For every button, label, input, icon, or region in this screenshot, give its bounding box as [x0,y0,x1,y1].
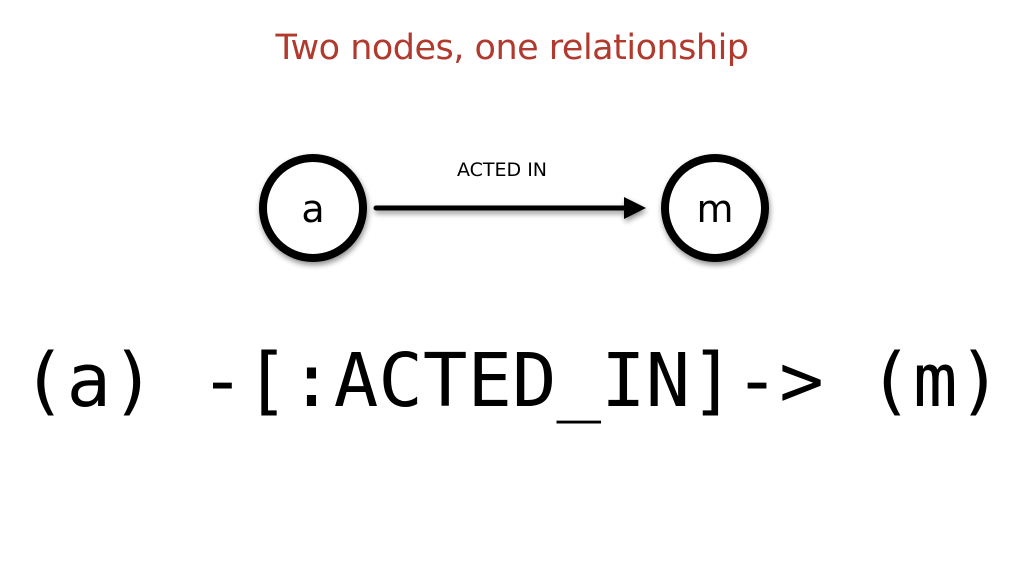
slide-title: Two nodes, one relationship [275,28,749,68]
target-node-label: m [696,187,733,231]
relationship-arrow [373,197,646,219]
target-node: m [661,154,769,262]
source-node-label: a [301,187,324,231]
relationship-label: ACTED IN [457,159,547,181]
cypher-pattern: (a) -[:ACTED_IN]-> (m) [21,338,1003,424]
source-node: a [259,154,367,262]
